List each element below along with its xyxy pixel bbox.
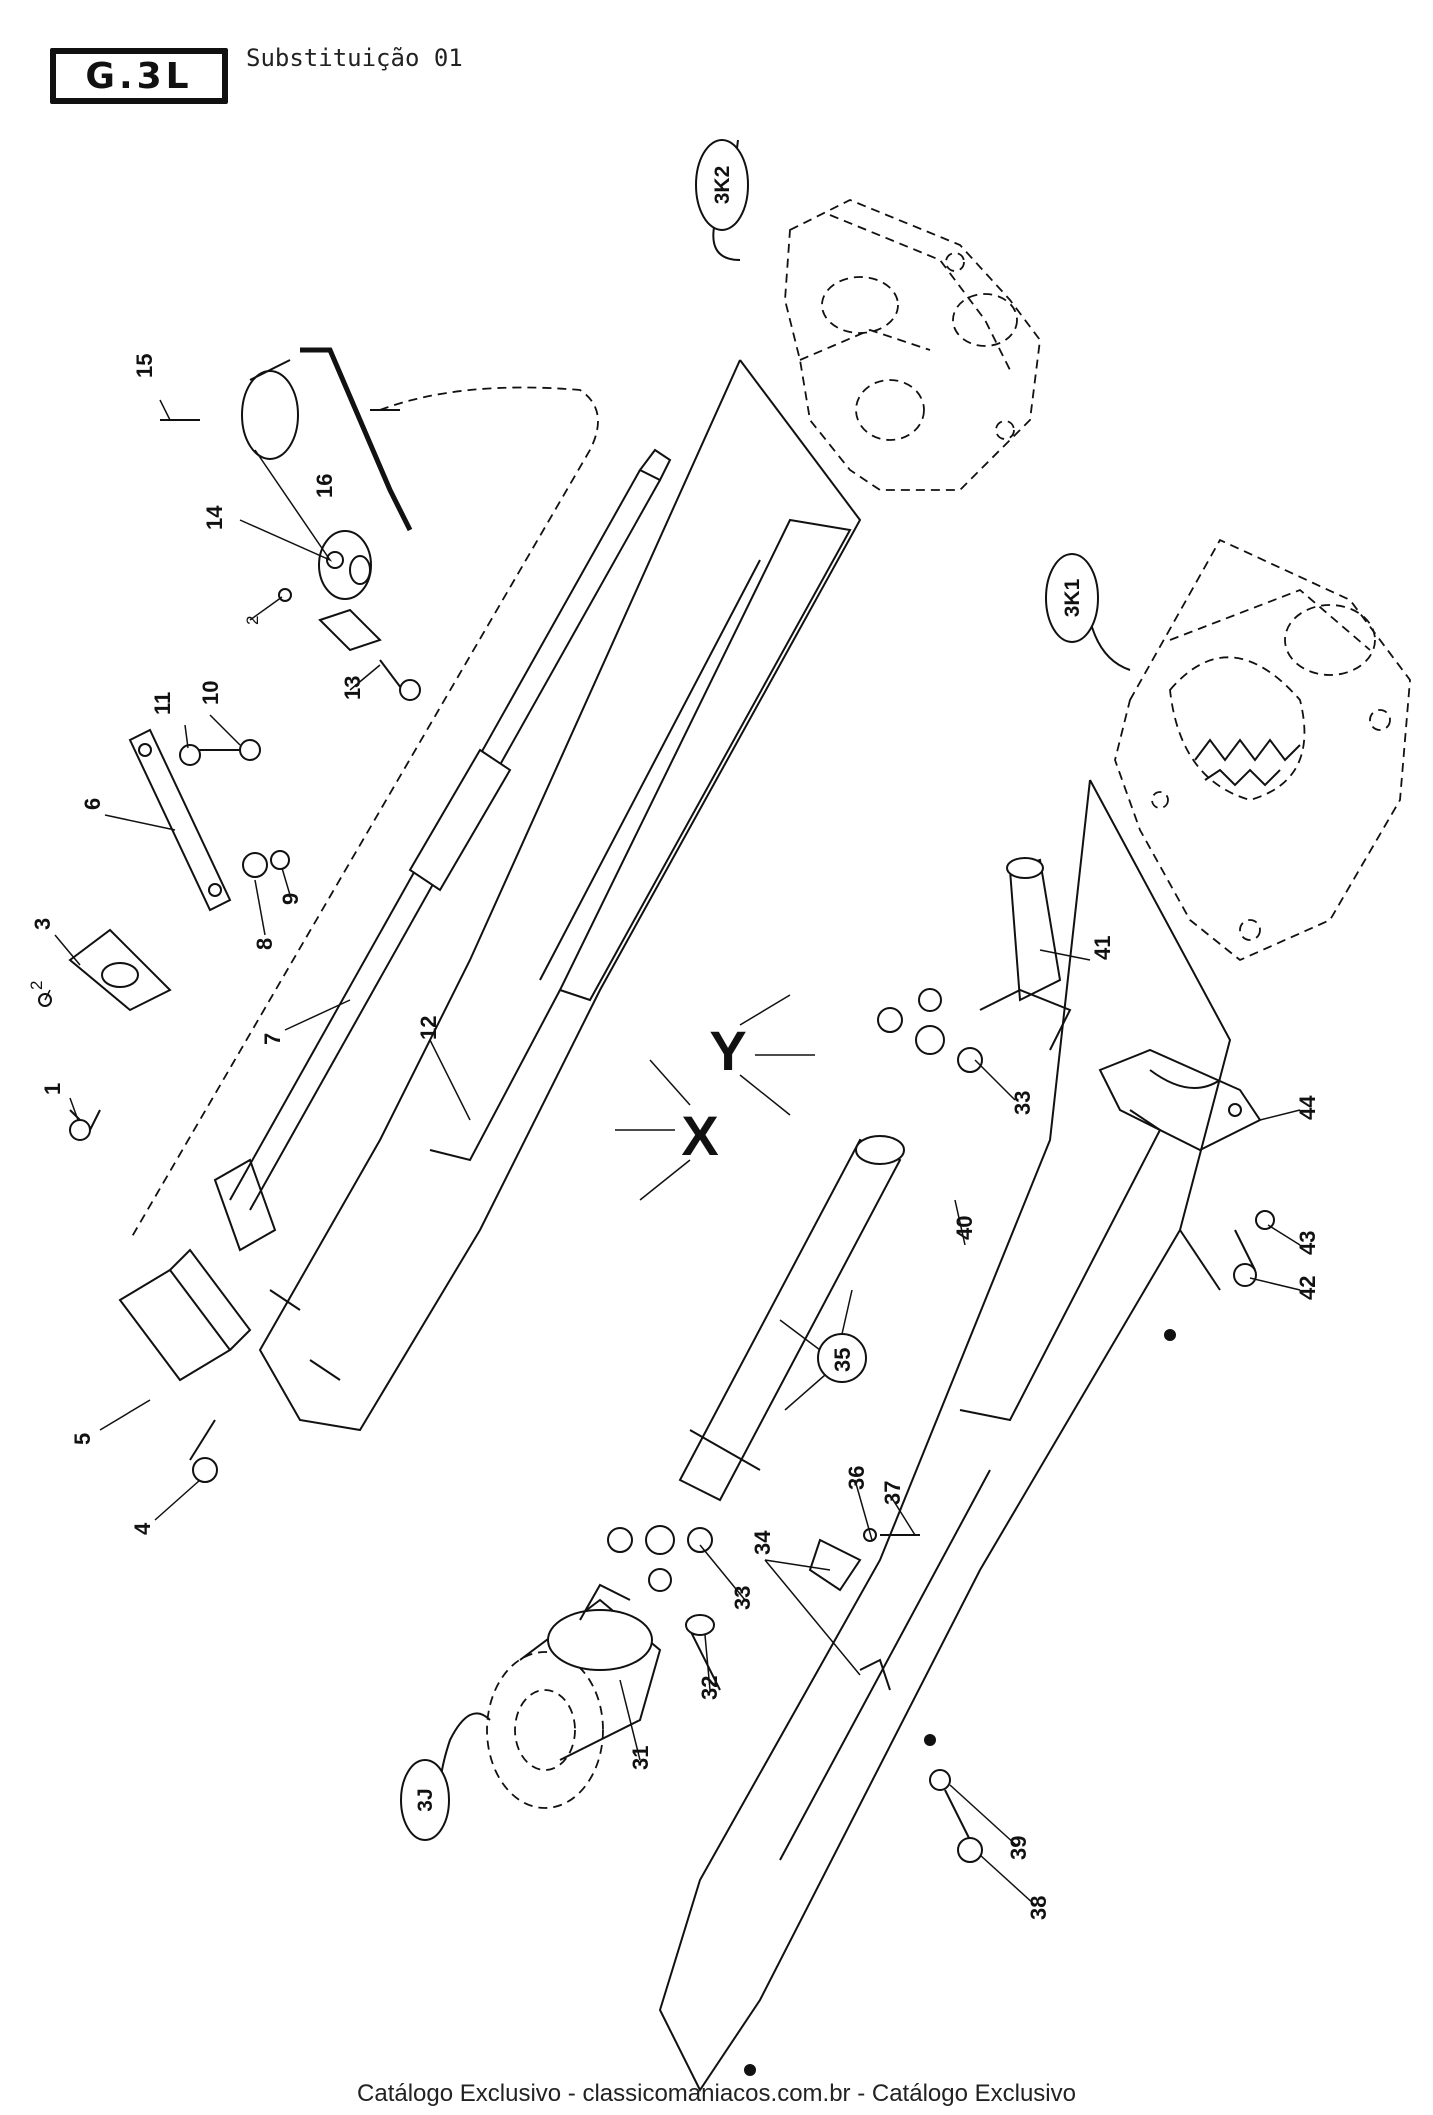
bolt-13 [379, 659, 421, 701]
svg-text:3K2: 3K2 [711, 166, 734, 205]
svg-text:9: 9 [278, 893, 303, 905]
svg-text:3: 3 [30, 918, 55, 930]
bracket-44 [1098, 1048, 1262, 1152]
svg-text:7: 7 [260, 1033, 285, 1045]
svg-text:1: 1 [40, 1083, 65, 1095]
flange-plate-3 [68, 928, 172, 1012]
svg-text:31: 31 [628, 1746, 653, 1770]
footer-watermark: Catálogo Exclusivo - classicomaniacos.co… [357, 2080, 1076, 2107]
svg-text:43: 43 [1295, 1231, 1320, 1255]
ref-curve-3j [439, 1712, 491, 1791]
svg-text:10: 10 [198, 681, 223, 705]
nut-16 [326, 551, 344, 569]
reference-3k1: 3K1 [1045, 553, 1099, 643]
drive-tube [678, 1135, 905, 1502]
svg-text:35: 35 [830, 1348, 855, 1372]
svg-text:3J: 3J [414, 1788, 437, 1811]
pull-rod [129, 347, 599, 1241]
svg-text:16: 16 [312, 474, 337, 498]
leader-lines [44, 399, 1301, 1906]
housing-3k1 [1114, 538, 1411, 962]
svg-text:12: 12 [416, 1016, 441, 1040]
spline-yoke [979, 857, 1072, 1051]
diagram-code-badge: G.3L [50, 48, 228, 104]
svg-text:2: 2 [27, 981, 46, 990]
coupling-14 [241, 359, 382, 652]
lower-channel [658, 779, 1232, 2092]
svg-text:33: 33 [1010, 1091, 1035, 1115]
axis-x-marker: X [615, 1059, 719, 1201]
part-35-callout: 35 [779, 1289, 867, 1411]
svg-text:15: 15 [132, 354, 157, 378]
bolt-1 [69, 1109, 101, 1141]
cross-joint-upper [877, 988, 983, 1073]
diagram-subtitle: Substituição 01 [246, 44, 463, 72]
housing-3k2 [784, 199, 1041, 491]
washer-11 [179, 744, 201, 766]
svg-text:6: 6 [80, 798, 105, 810]
svg-text:34: 34 [750, 1530, 775, 1555]
cross-joint-lower [607, 1525, 713, 1592]
flange-3j [486, 1583, 662, 1809]
cover-5 [118, 1248, 252, 1382]
svg-text:8: 8 [252, 938, 277, 950]
svg-text:38: 38 [1026, 1896, 1051, 1920]
svg-text:11: 11 [150, 692, 175, 715]
upper-channel [258, 359, 862, 1432]
svg-text:41: 41 [1090, 936, 1115, 960]
strap-6 [128, 728, 232, 912]
bolt-4 [189, 1419, 218, 1483]
svg-text:44: 44 [1295, 1095, 1320, 1120]
svg-text:3K1: 3K1 [1061, 578, 1084, 617]
bolt-32 [685, 1614, 721, 1691]
svg-text:Y: Y [709, 1019, 746, 1082]
svg-text:5: 5 [70, 1433, 95, 1445]
svg-text:40: 40 [952, 1216, 977, 1240]
bolt-10 [195, 739, 261, 761]
axis-y-marker: Y [709, 994, 815, 1116]
svg-text:X: X [681, 1104, 718, 1167]
reference-3k2: 3K2 [695, 139, 749, 231]
washer-8-9 [242, 850, 290, 878]
bolt-42-43 [1233, 1210, 1275, 1287]
svg-text:2: 2 [243, 616, 262, 625]
bolt-38-39 [929, 1769, 983, 1863]
svg-text:37: 37 [880, 1481, 905, 1505]
svg-text:14: 14 [202, 505, 227, 530]
clip-34-36-37 [808, 1528, 920, 1691]
part-labels: 15 16 14 2 13 11 10 6 9 8 3 2 7 12 1 5 4… [27, 354, 1320, 1920]
svg-text:4: 4 [130, 1522, 155, 1535]
diagram-code: G.3L [85, 55, 193, 97]
main-shaft [213, 448, 672, 1252]
reference-3j: 3J [400, 1759, 450, 1841]
svg-text:42: 42 [1295, 1276, 1320, 1300]
